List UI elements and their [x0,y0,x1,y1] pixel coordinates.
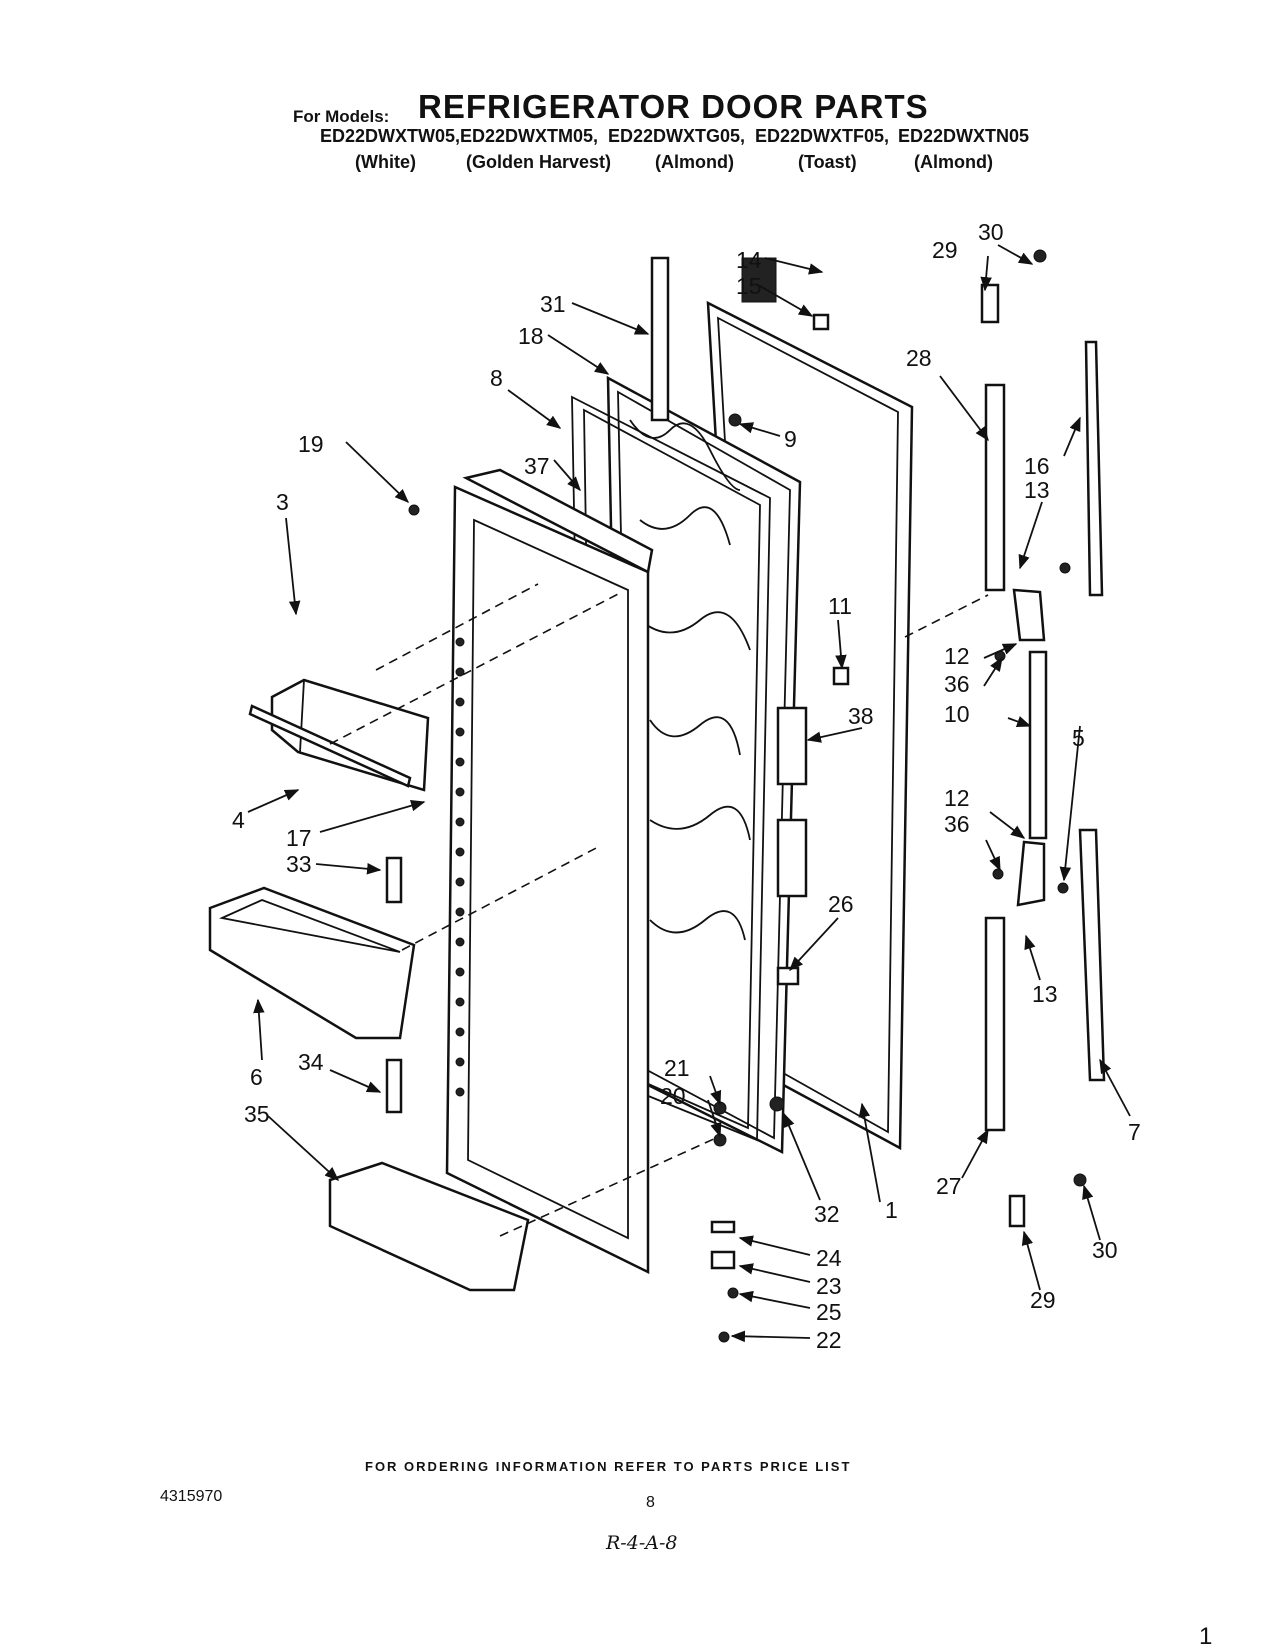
callout-30a: 30 [978,219,1004,245]
callout-25: 25 [816,1299,842,1325]
door-shelf-bin-large [208,886,416,1040]
callout-11: 11 [828,593,852,619]
callout-14: 14 [736,247,762,273]
shelf-bracket-lower [385,1058,403,1114]
callout-6: 6 [250,1064,263,1090]
corner-mark: 1 [1199,1623,1213,1650]
callout-20: 20 [660,1083,686,1109]
model-color: (Almond) [655,152,734,172]
callout-27: 27 [936,1173,962,1199]
callout-30b: 30 [1092,1237,1118,1263]
hinge-upper [980,249,1047,324]
trim-strip-upper [984,383,1006,592]
model-color: (Almond) [914,152,993,172]
breaker-strip [650,256,670,422]
callout-28: 28 [906,345,932,371]
document-number: 4315970 [160,1488,223,1505]
callout-labels: 1 3 4 5 6 7 8 9 10 11 12 12 13 13 14 15 … [232,219,1141,1353]
callout-7: 7 [1128,1119,1141,1145]
model-color: (White) [355,152,416,172]
callout-37: 37 [524,453,550,479]
callout-1: 1 [885,1197,898,1223]
handwritten-code: R-4-A-8 [606,1532,678,1554]
callout-38: 38 [848,703,874,729]
page-number: 8 [646,1494,655,1511]
callout-36b: 36 [944,811,970,837]
callout-13b: 13 [1032,981,1058,1007]
callout-5: 5 [1072,725,1085,751]
callout-12a: 12 [944,643,970,669]
callout-24: 24 [816,1245,842,1271]
model-color: (Golden Harvest) [466,152,612,172]
callout-29a: 29 [932,237,958,263]
model-number: ED22DWXTN05 [898,126,1030,146]
callout-18: 18 [518,323,544,349]
door-shelf-bin-small [328,1161,530,1292]
callout-12b: 12 [944,785,970,811]
callout-32: 32 [814,1201,840,1227]
callout-22: 22 [816,1327,842,1353]
callout-8: 8 [490,365,503,391]
inner-door-liner [445,468,654,1275]
shelf-bracket-upper [385,856,403,904]
callout-13a: 13 [1024,477,1050,503]
model-number: ED22DWXTG05, [608,126,746,146]
dairy-compartment-door [248,678,430,792]
callout-4: 4 [232,807,245,833]
callout-33: 33 [286,851,312,877]
door-handle [1078,828,1106,1082]
hinge-lower [1008,1173,1087,1228]
hinge-cover-strip [1084,340,1104,597]
callout-16: 16 [1024,453,1050,479]
callout-36a: 36 [944,671,970,697]
callout-17: 17 [286,825,312,851]
model-color: (Toast) [798,152,857,172]
ordering-note: FOR ORDERING INFORMATION REFER TO PARTS … [365,1459,852,1474]
model-number: ED22DWXTF05, [755,126,890,146]
callout-31: 31 [540,291,566,317]
callout-23: 23 [816,1273,842,1299]
model-number: ED22DWXTM05, [460,126,599,146]
callout-15: 15 [736,273,762,299]
callout-35: 35 [244,1101,270,1127]
callout-3: 3 [276,489,289,515]
handle-bracket-lower [1016,840,1046,907]
callout-26: 26 [828,891,854,917]
page-title: REFRIGERATOR DOOR PARTS [418,88,929,125]
handle-spacer [1028,650,1048,840]
callout-19: 19 [298,431,324,457]
page-header: For Models: REFRIGERATOR DOOR PARTS ED22… [0,0,1272,200]
trim-strip-lower [984,916,1006,1132]
leader-arrows [247,244,1131,1343]
model-number: ED22DWXTW05, [320,126,461,146]
liner-dots [455,637,465,1097]
alignment-lines [329,583,989,1237]
callout-34: 34 [298,1049,324,1075]
callout-9: 9 [784,426,797,452]
callout-21: 21 [664,1055,690,1081]
handle-bracket-upper [1012,588,1046,642]
callout-29b: 29 [1030,1287,1056,1313]
for-models-label: For Models: [293,107,390,126]
callout-10: 10 [944,701,970,727]
